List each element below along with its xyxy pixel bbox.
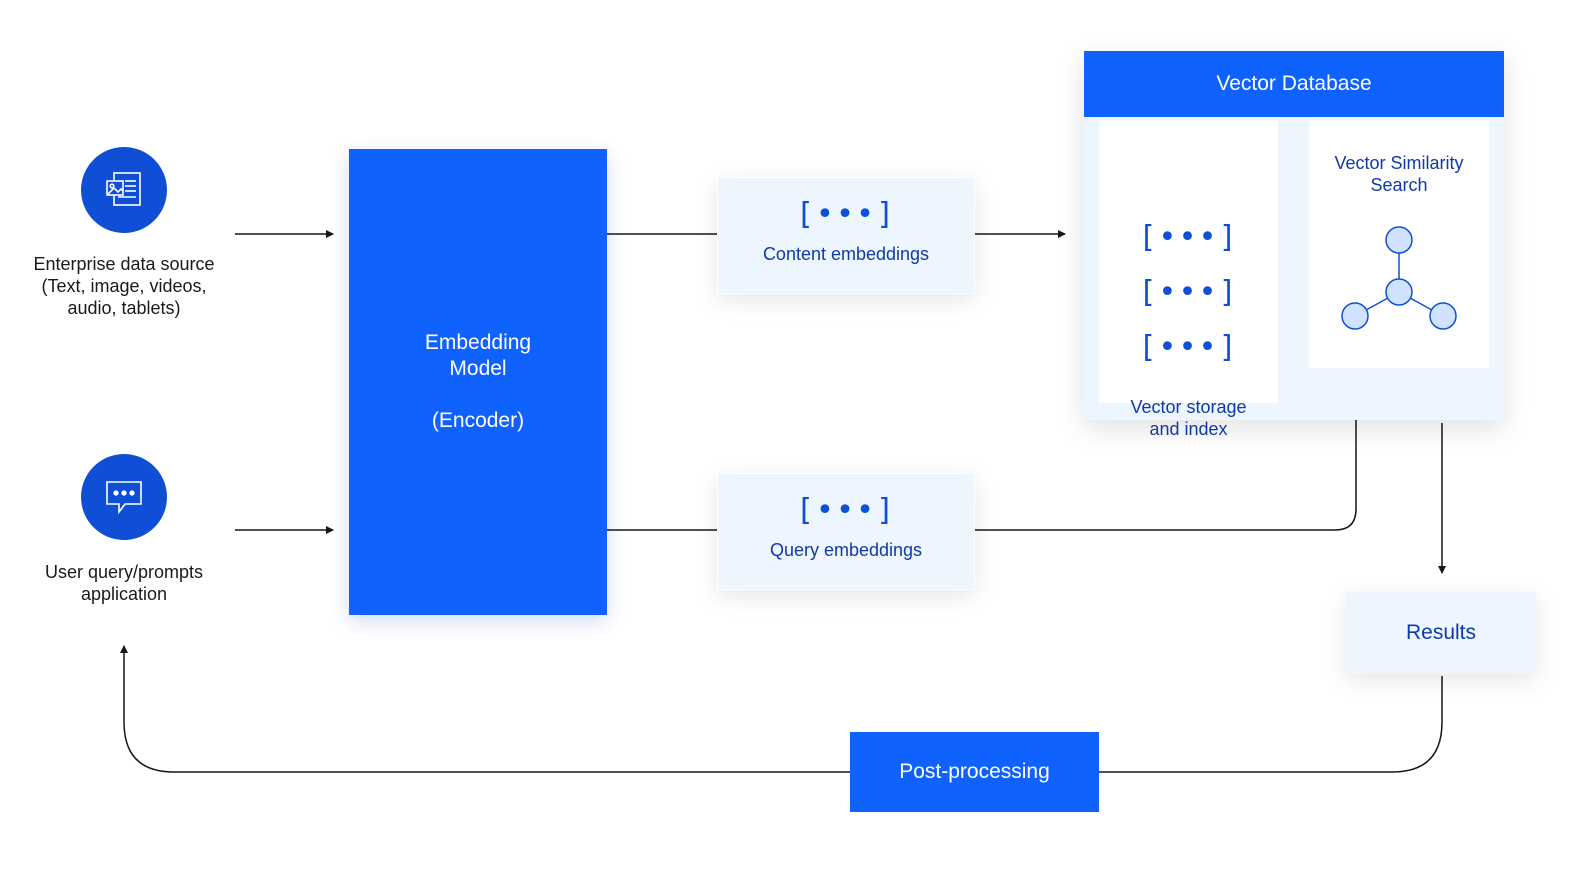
vector-storage-label: Vector storage and index bbox=[1130, 397, 1247, 439]
query-embeddings-card: [•••] Query embeddings bbox=[717, 473, 975, 590]
vector-icon: [•••] bbox=[795, 197, 897, 232]
arrow-postprocessing-to-user bbox=[120, 645, 850, 773]
vector-icon: [•••] bbox=[1138, 220, 1239, 255]
enterprise-data-source-label: Enterprise data source (Text, image, vid… bbox=[33, 254, 215, 318]
line-results-to-postprocessing bbox=[1099, 676, 1443, 773]
results-label: Results bbox=[1405, 621, 1477, 644]
vector-similarity-panel: Vector Similarity Search bbox=[1309, 120, 1489, 368]
post-processing-box: Post-processing bbox=[850, 732, 1099, 812]
vector-similarity-label: Vector Similarity Search bbox=[1334, 153, 1464, 195]
similarity-graph-icon bbox=[1341, 226, 1457, 330]
vector-database-panel: Vector Database [•••] [•••] [•••] Vector… bbox=[1084, 51, 1504, 439]
embedding-model-title: Embedding Model bbox=[424, 331, 532, 380]
user-query-label: User query/prompts application bbox=[44, 562, 204, 604]
vector-icon: [•••] bbox=[795, 493, 897, 528]
content-embeddings-card: [•••] Content embeddings bbox=[717, 177, 975, 294]
document-image-icon bbox=[81, 147, 167, 233]
results-box: Results bbox=[1346, 592, 1536, 674]
query-embeddings-label: Query embeddings bbox=[769, 540, 923, 560]
vector-storage-panel: [•••] [•••] [•••] Vector storage and ind… bbox=[1099, 120, 1278, 439]
content-embeddings-label: Content embeddings bbox=[762, 244, 930, 264]
encoder-subtitle: (Encoder) bbox=[431, 409, 525, 432]
embedding-model-box: Embedding Model (Encoder) bbox=[349, 149, 607, 615]
arrow-query-to-similarity bbox=[975, 383, 1360, 531]
vector-icon: [•••] bbox=[1138, 330, 1239, 365]
vector-icon: [•••] bbox=[1138, 275, 1239, 310]
vector-database-title: Vector Database bbox=[1084, 51, 1504, 117]
chat-bubble-icon bbox=[81, 454, 167, 540]
post-processing-label: Post-processing bbox=[899, 760, 1050, 783]
